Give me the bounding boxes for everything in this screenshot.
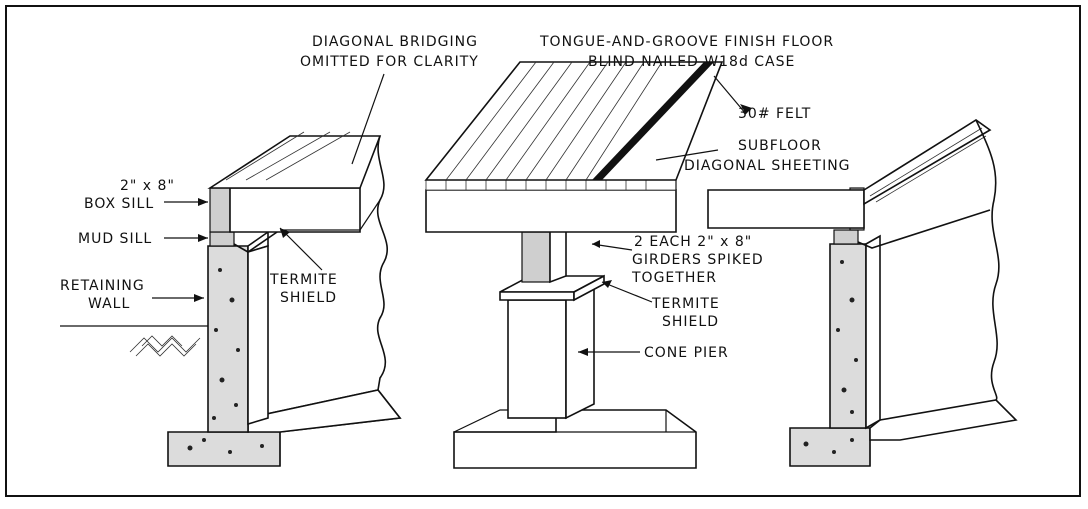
right-wall-break [975, 119, 1000, 401]
right-mud-sill [833, 229, 859, 245]
label-subfloor-2: DIAGONAL SHEETING [684, 158, 851, 174]
label-mud-sill: MUD SILL [78, 231, 152, 247]
left-wall-aggregate [187, 268, 264, 454]
label-girders-1: 2 EACH 2" x 8" [634, 234, 752, 250]
label-termite-shield-left-1: TERMITE [269, 272, 338, 288]
label-box-sill-2: BOX SILL [84, 196, 154, 212]
left-wall-break [376, 135, 388, 391]
cone-pier-body [507, 299, 567, 419]
label-retaining-wall-2: WALL [88, 296, 130, 312]
label-diagonal-bridging-2: OMITTED FOR CLARITY [300, 54, 479, 70]
label-subfloor-1: SUBFLOOR [738, 138, 822, 154]
label-diagonal-bridging-1: DIAGONAL BRIDGING [312, 34, 478, 50]
labels: DIAGONAL BRIDGING OMITTED FOR CLARITY TO… [60, 34, 851, 361]
right-wall-aggregate [803, 260, 858, 454]
right-foundation-assembly [707, 119, 1018, 467]
label-termite-shield-mid-2: SHIELD [662, 314, 719, 330]
label-girders-2: GIRDERS SPIKED [632, 252, 764, 268]
right-footing [789, 427, 871, 467]
right-termite-shield [857, 209, 991, 249]
finish-floor-planks [445, 61, 663, 181]
left-foundation-assembly [60, 131, 402, 467]
label-termite-shield-left-2: SHIELD [280, 290, 337, 306]
left-box-sill [209, 187, 231, 233]
left-retaining-wall [207, 245, 249, 433]
left-termite-shield [233, 229, 281, 253]
soil-hatch [129, 335, 201, 357]
label-box-sill-1: 2" x 8" [120, 178, 175, 194]
finish-floor [424, 61, 724, 181]
girders [521, 231, 551, 283]
label-tongue-groove-1: TONGUE-AND-GROOVE FINISH FLOOR [539, 34, 834, 50]
left-mud-sill [209, 231, 235, 247]
subfloor-boards [425, 179, 677, 191]
felt-layer [592, 62, 714, 180]
diagram-frame [5, 5, 1081, 497]
label-felt: 30# FELT [738, 106, 811, 122]
label-tongue-groove-2: BLIND NAILED W18d CASE [588, 54, 795, 70]
middle-pier-assembly [424, 61, 724, 469]
right-retaining-wall [829, 243, 867, 429]
pier-footing [453, 409, 697, 469]
label-girders-3: TOGETHER [631, 270, 717, 286]
right-floor-deck [707, 189, 865, 229]
left-floor-deck [229, 187, 361, 233]
label-termite-shield-mid-1: TERMITE [651, 296, 720, 312]
label-retaining-wall-1: RETAINING [60, 278, 145, 294]
middle-floor-deck [425, 189, 677, 233]
label-cone-pier: CONE PIER [644, 345, 729, 361]
arrowheads [194, 104, 752, 356]
